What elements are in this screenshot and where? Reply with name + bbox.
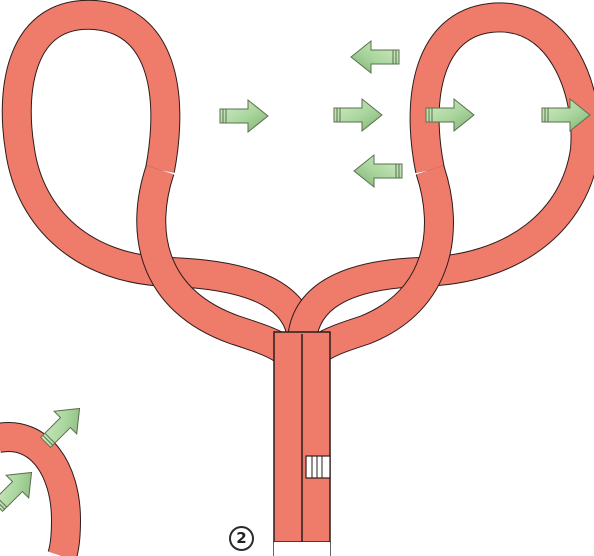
arrow-left-icon <box>353 154 403 188</box>
arrow-right-icon <box>219 99 269 133</box>
arrow-right-icon <box>333 98 383 132</box>
arrow-up-right-icon <box>0 460 44 519</box>
right-loop-band <box>287 2 594 342</box>
left-loop-band <box>1 0 317 342</box>
central-stem-band <box>273 331 331 556</box>
arrow-left-icon <box>350 40 400 74</box>
bottom-left-partial-ring <box>0 422 81 556</box>
step-number-badge: 2 <box>229 526 254 551</box>
